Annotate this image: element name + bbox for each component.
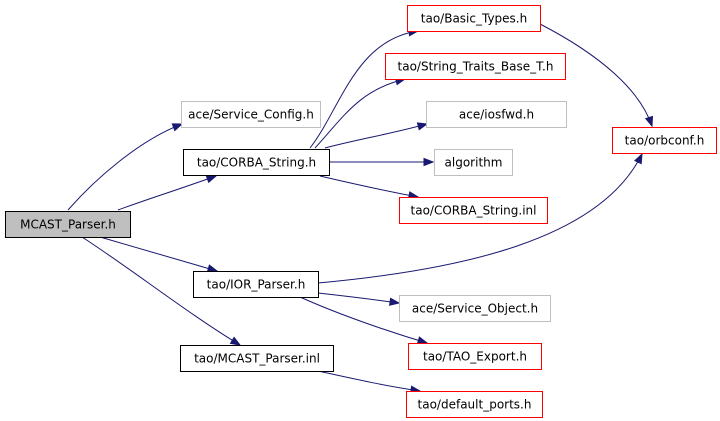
node-label: tao/TAO_Export.h: [423, 350, 527, 364]
arrowhead: [229, 336, 242, 346]
arrowhead: [644, 115, 654, 128]
node-label: tao/Basic_Types.h: [421, 12, 527, 26]
edge-line: [314, 78, 406, 149]
node-box: [399, 197, 548, 224]
node-label: tao/IOR_Parser.h: [207, 278, 306, 292]
edge-line: [117, 175, 217, 211]
edge-tao_corba_string_h-to-ace_iosfwd_h: [324, 122, 429, 149]
edge-mcast_parser_h-to-tao_ior_parser_h: [99, 236, 219, 273]
node-box: [426, 101, 567, 128]
edge-line: [299, 296, 428, 344]
edge-tao_mcast_parser_inl-to-tao_default_ports_h: [317, 370, 422, 394]
node-tao-corba-string-inl[interactable]: tao/CORBA_String.inl: [399, 197, 548, 224]
edge-line: [317, 153, 643, 284]
node-label: tao/default_ports.h: [418, 398, 532, 412]
edge-line: [539, 23, 653, 127]
node-algorithm[interactable]: algorithm: [434, 149, 513, 176]
arrowhead: [389, 297, 401, 306]
node-tao-corba-string-h[interactable]: tao/CORBA_String.h: [183, 149, 330, 176]
arrowhead: [416, 122, 429, 131]
node-label: tao/MCAST_Parser.inl: [194, 352, 320, 366]
edge-mcast_parser_h-to-ace_service_config_h: [67, 123, 184, 211]
node-box: [407, 5, 541, 32]
node-label: MCAST_Parser.h: [20, 218, 116, 232]
edge-mcast_parser_h-to-tao_mcast_parser_inl: [81, 236, 242, 346]
arrowhead: [416, 336, 429, 345]
edge-line: [317, 370, 421, 392]
arrowhead: [423, 157, 435, 167]
node-label: tao/CORBA_String.h: [197, 156, 316, 170]
node-box: [406, 391, 543, 418]
node-label: ace/Service_Config.h: [188, 108, 314, 122]
node-tao-mcast-parser-inl[interactable]: tao/MCAST_Parser.inl: [180, 345, 334, 372]
node-tao-default-ports-h[interactable]: tao/default_ports.h: [406, 391, 543, 418]
edge-tao_ior_parser_h-to-ace_service_object_h: [317, 292, 401, 306]
node-tao-orbconf-h[interactable]: tao/orbconf.h: [612, 127, 717, 154]
node-box: [180, 345, 334, 372]
node-box: [408, 343, 542, 370]
node-label: tao/String_Traits_Base_T.h: [398, 60, 554, 74]
node-tao-basic-types-h[interactable]: tao/Basic_Types.h: [407, 5, 541, 32]
arrowhead: [634, 152, 643, 165]
edge-line: [67, 123, 183, 211]
edge-mcast_parser_h-to-tao_corba_string_h: [117, 175, 218, 211]
node-box: [612, 127, 717, 154]
nodes-layer: MCAST_Parser.h ace/Service_Config.h tao/CO…: [5, 5, 717, 418]
node-label: tao/CORBA_String.inl: [411, 204, 537, 218]
node-label: ace/Service_Object.h: [412, 302, 538, 316]
node-ace-service-config-h[interactable]: ace/Service_Config.h: [181, 101, 321, 128]
edge-line: [81, 236, 241, 346]
edge-tao_corba_string_h-to-tao_corba_string_inl: [319, 175, 420, 200]
edge-tao_basic_types_h-to-tao_orbconf_h: [539, 23, 654, 128]
node-label: tao/orbconf.h: [625, 134, 705, 148]
node-tao-tao-export-h[interactable]: tao/TAO_Export.h: [408, 343, 542, 370]
node-label: ace/iosfwd.h: [459, 108, 534, 122]
arrowhead: [206, 264, 219, 273]
node-box: [434, 149, 513, 176]
edge-line: [317, 292, 400, 304]
edge-tao_ior_parser_h-to-tao_orbconf_h: [317, 152, 643, 284]
edge-line: [319, 175, 419, 198]
arrowhead: [205, 175, 218, 184]
node-ace-iosfwd-h[interactable]: ace/iosfwd.h: [426, 101, 567, 128]
node-label: algorithm: [445, 156, 503, 170]
node-mcast-parser-h: MCAST_Parser.h: [5, 211, 131, 238]
node-box: [385, 53, 566, 80]
node-ace-service-object-h[interactable]: ace/Service_Object.h: [399, 295, 551, 322]
node-box: [183, 149, 330, 176]
node-box: [181, 101, 321, 128]
edge-line: [309, 30, 419, 149]
node-box: [5, 211, 131, 238]
arrowhead: [171, 123, 184, 132]
node-tao-string-traits-base-t-h[interactable]: tao/String_Traits_Base_T.h: [385, 53, 566, 80]
node-tao-ior-parser-h[interactable]: tao/IOR_Parser.h: [193, 271, 319, 298]
edge-line: [324, 123, 428, 149]
edges-layer: [67, 23, 654, 394]
node-box: [399, 295, 551, 322]
node-box: [193, 271, 319, 298]
edge-tao_corba_string_h-to-tao_string_traits_base_t_h: [314, 77, 407, 149]
edge-line: [99, 236, 218, 272]
edge-tao_corba_string_h-to-algorithm: [330, 157, 435, 167]
